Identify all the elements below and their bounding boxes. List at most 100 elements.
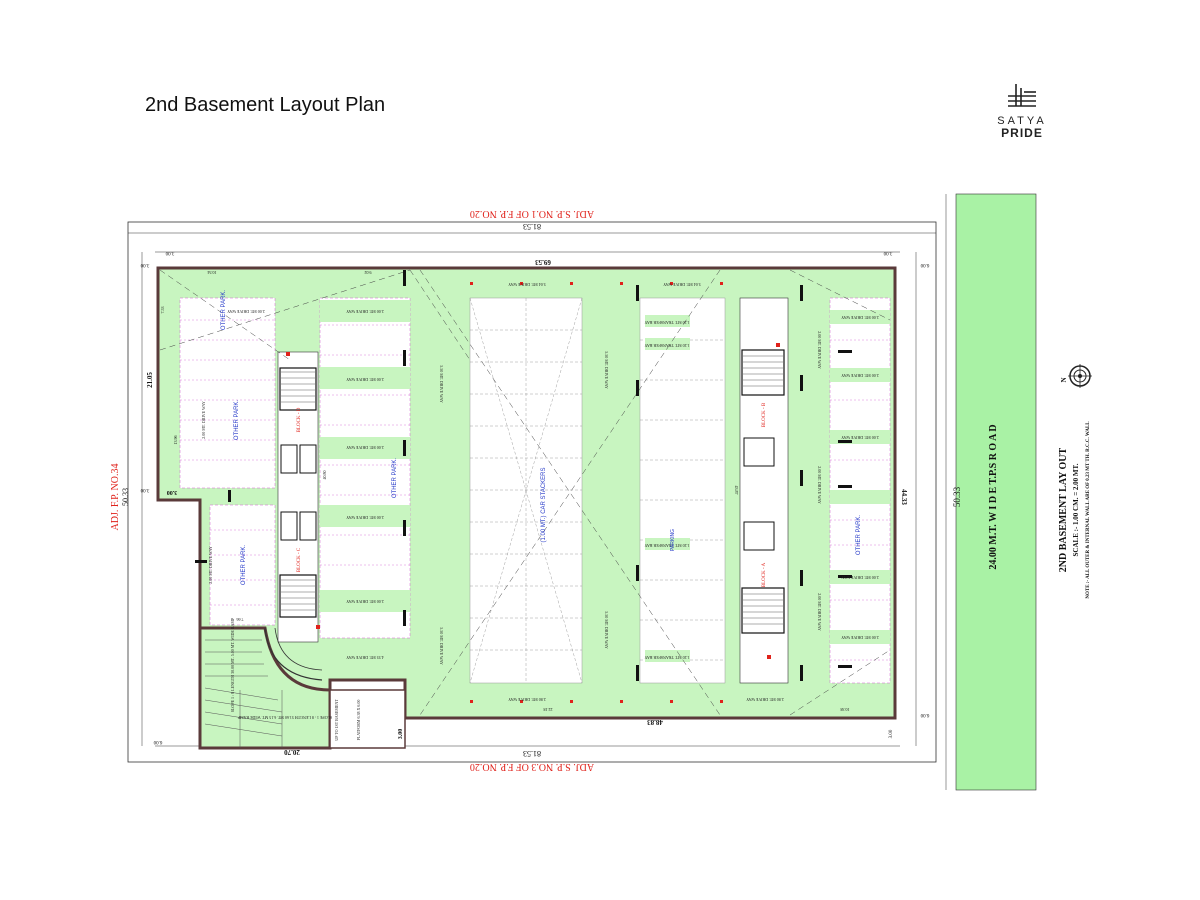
dim-small-4: 13.96 xyxy=(173,436,178,445)
right-depth-label: 44.33 xyxy=(900,489,908,505)
compass-label: N xyxy=(1060,377,1068,382)
driveway-vertical-right-2: 2.00 MT. DRIVE WAY xyxy=(817,466,822,504)
transfer-bay-4: 1.20 MT. TRANSFER BAY xyxy=(644,655,689,660)
column-marker-dots xyxy=(286,282,780,703)
driveway-right-2: 2.00 MT. DRIVE WAY xyxy=(841,373,879,378)
driveway-right-3: 2.00 MT. DRIVE WAY xyxy=(841,435,879,440)
bottom-inner-label: 48.83 xyxy=(647,718,663,726)
layout-note: NOTE :- ALL OUTER & INTERNAL WALL ARE OF… xyxy=(1086,421,1091,599)
core-block-d-c xyxy=(277,351,319,643)
transfer-bay-2: 1.20 MT. TRANSFER BAY xyxy=(644,343,689,348)
driveway-vertical-left-1: 2.00 MT. DRIVE WAY xyxy=(201,401,206,439)
overall-width-bottom: 81.53 xyxy=(523,749,541,758)
adjacent-top-label: ADJ. S.P. NO.1 OF F.P. NO.20 xyxy=(470,208,594,219)
offset-left-mid-outer: 3.00 xyxy=(140,487,149,492)
page-title: 2nd Basement Layout Plan xyxy=(145,94,386,116)
dim-small-8: 7.66 xyxy=(237,617,244,622)
dim-small-6: 10.38 xyxy=(841,707,850,712)
ramp-2-label: SLOPE 1 : 8 LENGTH 51.60 MT. 6.15 MT. WI… xyxy=(237,715,332,720)
layout-title: 2ND BASEMENT LAY OUT xyxy=(1058,447,1069,572)
setback-side-bottom: 6.00 xyxy=(920,712,929,717)
setback-top-left: 3.00 xyxy=(165,250,174,255)
ramp-width-label: 20.70 xyxy=(284,748,300,756)
dim-small-3: 7.53 xyxy=(160,307,165,314)
driveway-bottom-2: 2.80 MT. DRIVE WAY xyxy=(746,697,784,702)
driveway-right-1: 2.00 MT. DRIVE WAY xyxy=(841,315,879,320)
driveway-vertical-right-3: 2.00 MT. DRIVE WAY xyxy=(817,593,822,631)
up-basement-label: UP TO 1ST BASEMENT xyxy=(334,699,339,741)
layout-scale: SCALE :- 1.00 CM. = 2.00 MT. xyxy=(1072,463,1080,556)
brand-line-2: PRIDE xyxy=(1001,126,1043,140)
dim-small-2: 9.02 xyxy=(365,270,372,275)
driveway-top-2: 5.04 MT. DRIVE WAY xyxy=(663,282,701,287)
parking-bays-left xyxy=(180,319,410,606)
ramp-area xyxy=(198,626,406,750)
transfer-bay-zone xyxy=(639,297,726,684)
core-block-b-a xyxy=(739,297,789,684)
adjacent-bottom-label: ADJ. S.P. NO.3 OF F.P. NO.20 xyxy=(470,761,594,772)
brand-line-1: SATYA xyxy=(997,115,1047,127)
block-c-label: BLOCK - C xyxy=(297,547,302,572)
driveway-left-2: 2.00 MT. DRIVE WAY xyxy=(346,377,384,382)
road-width-label: 50.33 xyxy=(952,486,962,507)
offset-bottom-right: 3.00 xyxy=(889,729,894,738)
adjacent-left-label: ADJ. F.P. NO.34 xyxy=(110,464,121,531)
block-d-label: BLOCK - D xyxy=(297,407,302,432)
overall-width-top: 81.53 xyxy=(523,222,541,231)
driveway-main-3: 5.50 MT. DRIVE WAY xyxy=(604,351,609,389)
block-a-label: BLOCK - A xyxy=(762,562,767,587)
setback-side-left: 6.00 xyxy=(153,739,162,744)
other-park-label-5: OTHER PARK. xyxy=(856,515,862,556)
transfer-bay-3: 1.20 MT. TRANSFER BAY xyxy=(644,543,689,548)
left-depth-label: 21.05 xyxy=(146,372,154,388)
driveway-left-5: 2.00 MT. DRIVE WAY xyxy=(346,599,384,604)
dim-small-9: 40.80 xyxy=(322,471,327,480)
platform-label: PLATFORM 6.38 X 6.00 xyxy=(356,700,361,741)
other-park-label-2: OTHER PARK. xyxy=(234,400,240,441)
driveway-bottom-1: 2.80 MT. DRIVE WAY xyxy=(508,697,546,702)
setback-side-top: 6.00 xyxy=(920,262,929,267)
road-band xyxy=(955,193,1037,791)
offset-bottom-left: 3.00 xyxy=(398,729,404,740)
other-park-label-1: OTHER PARK. xyxy=(221,290,227,331)
site-boundary xyxy=(127,221,937,763)
driveway-left-wide: 4.55 MT. DRIVE WAY xyxy=(346,655,384,660)
dim-small-5: 22.18 xyxy=(544,707,553,712)
driveway-left-4: 2.00 MT. DRIVE WAY xyxy=(346,515,384,520)
structural-columns xyxy=(195,270,852,681)
offset-left-top: 3.00 xyxy=(140,262,149,267)
driveway-top-1: 5.04 MT. DRIVE WAY xyxy=(508,282,546,287)
driveway-vertical-left-2: 2.00 MT. DRIVE WAY xyxy=(208,546,213,584)
car-stacker-zone xyxy=(469,297,583,684)
driveway-right-5: 2.00 MT. DRIVE WAY xyxy=(841,635,879,640)
driveway-left-3: 2.00 MT. DRIVE WAY xyxy=(346,445,384,450)
driveway-far-left: 2.00 MT. DRIVE WAY xyxy=(227,309,265,314)
brand-logo: SATYA PRIDE xyxy=(986,82,1058,142)
dim-small-7: 43.87 xyxy=(734,486,739,495)
other-park-label-4: OTHER PARK. xyxy=(392,458,398,499)
setback-top-right: 3.00 xyxy=(883,250,892,255)
driveway-main-1: 5.50 MT. DRIVE WAY xyxy=(439,365,444,403)
compass-rose-icon xyxy=(1068,364,1092,388)
car-stackers-label: (1.00 MT.) CAR STACKERS xyxy=(541,468,547,543)
road-label: 24.00 M.T. W I D E T.P.S R O A D xyxy=(988,424,999,569)
transfer-bay-1: 1.20 MT. TRANSFER BAY xyxy=(644,320,689,325)
offset-left-mid: 3.00 xyxy=(167,489,178,495)
driveway-main-4: 5.50 MT. DRIVE WAY xyxy=(604,611,609,649)
block-b-label: BLOCK - B xyxy=(762,402,767,427)
driveway-left-1: 2.00 MT. DRIVE WAY xyxy=(346,309,384,314)
drive-strips-left xyxy=(320,300,410,667)
diagonal-guides xyxy=(159,269,891,716)
parking-zone-right xyxy=(829,297,891,684)
driveway-main-2: 5.50 MT. DRIVE WAY xyxy=(439,627,444,665)
driveway-vertical-right-1: 2.00 MT. DRIVE WAY xyxy=(817,331,822,369)
parking-label: PARKING xyxy=(670,529,676,551)
other-park-label-3: OTHER PARK. xyxy=(241,545,247,586)
inner-width-label: 69.53 xyxy=(535,258,551,266)
driveway-right-4: 2.00 MT. DRIVE WAY xyxy=(841,575,879,580)
parking-zone-left xyxy=(179,297,411,639)
dim-small-1: 10.54 xyxy=(208,270,217,275)
satya-pride-logo-icon xyxy=(1008,84,1036,107)
overall-depth-left: 50.33 xyxy=(121,488,130,506)
